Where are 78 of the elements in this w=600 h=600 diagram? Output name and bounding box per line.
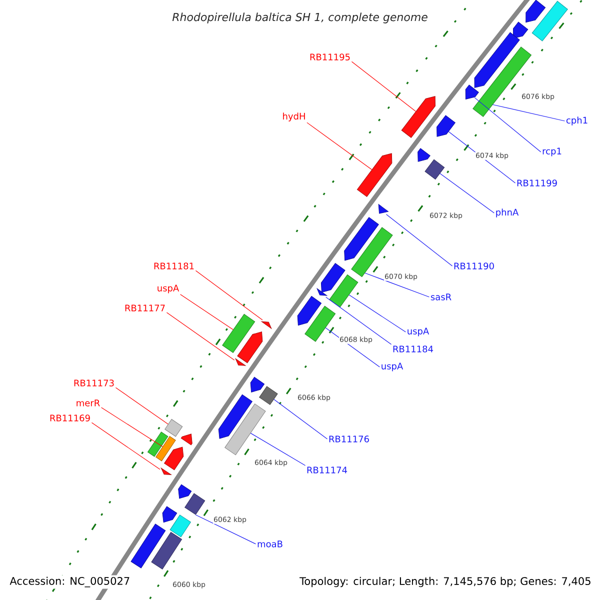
gene-pentagon [418,148,430,162]
gene-label: RB11184 [393,346,434,352]
gene-label: uspA [158,284,180,294]
leader-line [364,272,430,298]
gene-pentagon [320,263,346,293]
gene-pentagon [162,506,178,523]
gene-pentagon [180,434,192,446]
gene-box [329,274,358,308]
gene-box [130,524,166,568]
gene-label: RB11173 [74,380,114,386]
gene-label: moaB [258,540,282,548]
leader-line [250,432,306,466]
gene-pentagon [344,217,379,261]
gene-pentagon [164,446,184,470]
gene-pentagon [465,84,479,100]
gene-label: phnA [496,208,519,218]
gene-box [424,159,445,180]
leader-line [115,387,168,424]
gene-label: RB11181 [154,262,194,270]
gene-label: uspA [408,328,430,336]
gene-triangle [316,288,328,296]
gene-pentagon [250,376,265,392]
gene-pentagon [526,0,546,23]
gene-label: uspA [382,362,404,372]
leader-line [306,122,372,170]
gene-box [184,493,206,515]
gene-triangle [261,321,272,329]
gene-triangle [235,358,246,366]
gene-pentagon [356,153,392,197]
gene-pentagon [218,394,252,439]
leader-line [351,61,416,112]
gene-label: merR [76,400,100,406]
gene-pentagon [237,332,263,364]
leader-line [440,173,494,214]
leader-line [348,294,406,332]
gene-label: rcp1 [542,148,562,156]
gene-label: RB11199 [517,180,557,186]
leader-line [386,214,453,266]
gene-box [156,436,176,462]
gene-label: RB11169 [50,414,90,422]
gene-pentagon [378,204,388,214]
gene-box [151,532,182,570]
gene-label: RB11195 [310,54,350,60]
gene-triangle [160,468,172,475]
leader-line [180,294,234,330]
gene-box [170,514,191,538]
gene-box [532,0,568,42]
leader-line [91,422,160,470]
info-text: Topology: circular; Length: 7,145,576 bp; Genes: 7,405 [298,575,593,589]
gene-pentagon [297,296,322,326]
gene-label: hydH [283,112,305,122]
leader-line [492,104,566,122]
gene-box [148,432,168,457]
gene-label: cph1 [566,116,588,126]
leader-line [274,399,328,440]
gene-label: RB11177 [125,304,165,312]
leader-line [195,514,256,544]
leader-line [474,97,542,152]
gene-label: sasR [430,294,452,300]
leader-line [326,296,392,345]
info-text: Accession: NC_005027 [8,575,132,589]
gene-box [304,306,336,342]
leader-line [195,270,263,320]
gene-pentagon [401,96,436,138]
gene-box [222,314,256,353]
leader-line [166,312,235,360]
gene-label: RB11174 [307,466,348,474]
gene-pentagon [474,32,520,88]
gene-label: RB11176 [329,436,369,442]
gene-box [224,404,266,456]
gene-box [164,419,183,437]
gene-label: RB11190 [454,262,494,270]
gene-pentagon [436,115,456,137]
gene-pentagon [178,484,192,499]
leader-line [101,407,163,447]
title: Rhodopirellula baltica SH 1, complete genome [171,12,429,24]
gene-pentagon [513,22,528,39]
gene-box [259,386,278,405]
